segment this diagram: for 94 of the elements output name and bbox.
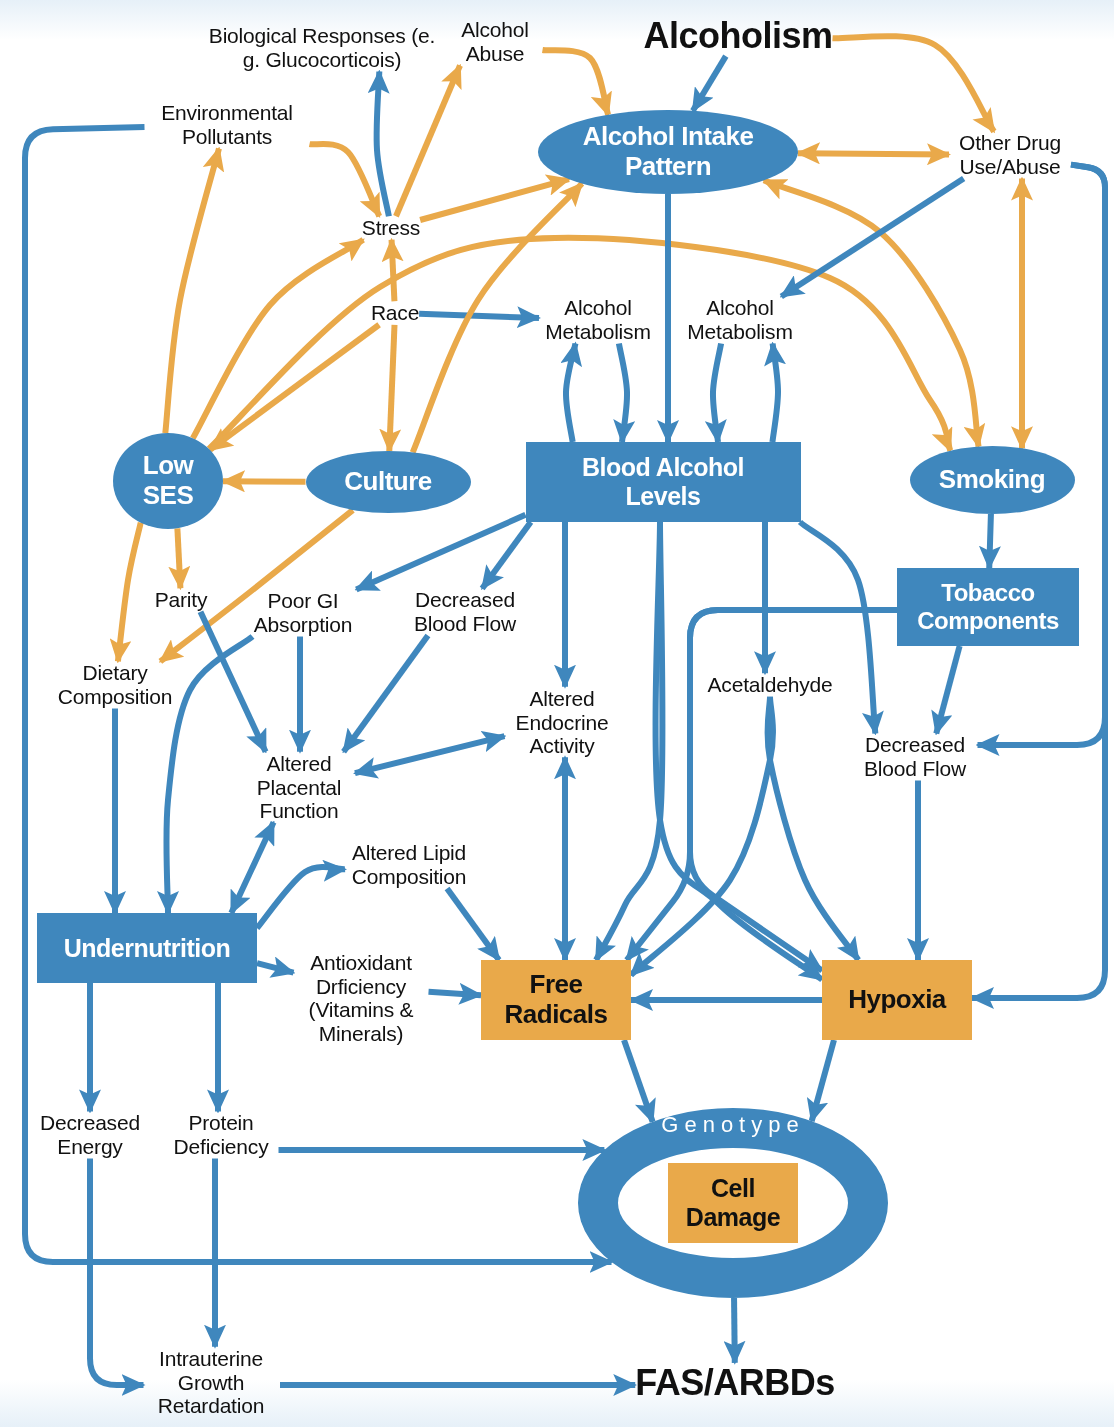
arrow	[754, 522, 776, 676]
factor-label: Poor GI Absorption	[240, 589, 366, 637]
factor-label: Antioxidant Drficiency (Vitamins & Minerals)	[293, 950, 429, 1046]
arrow	[309, 141, 382, 219]
factor-label: Environmental Pollutants	[144, 101, 310, 149]
arrow	[409, 181, 585, 454]
arrow	[978, 513, 1001, 570]
arrow	[367, 69, 392, 217]
arrow	[379, 324, 402, 453]
ring-label: Genotype	[661, 1112, 805, 1139]
arrow	[104, 708, 126, 915]
node-label: Cell Damage	[684, 1174, 782, 1232]
arrow	[764, 696, 861, 962]
factor-label: Dietary Composition	[47, 661, 183, 709]
arrow	[428, 982, 483, 1005]
arrow	[354, 512, 527, 593]
arrow	[690, 54, 729, 113]
factor-label: Altered Endocrine Activity	[504, 686, 620, 758]
factor-label: Protein Deficiency	[163, 1111, 279, 1159]
factor-label: Other Drug Use/Abuse	[949, 131, 1071, 179]
arrow	[221, 470, 306, 493]
arrow	[228, 820, 277, 915]
arrow	[204, 1158, 226, 1349]
factor-label: Decreased Blood Flow	[852, 733, 978, 781]
factor-label: Stress	[361, 216, 421, 240]
arrow	[798, 519, 885, 736]
factor-label: Altered Lipid Composition	[345, 841, 473, 889]
heading-label: FAS/ARBDs	[635, 1362, 835, 1404]
arrow	[162, 146, 224, 434]
arrow	[168, 528, 191, 591]
node-label: Blood Alcohol Levels	[581, 453, 745, 511]
node-label: Smoking	[938, 465, 1046, 495]
arrow	[341, 633, 431, 754]
outcome-box	[668, 1163, 798, 1243]
arrow	[256, 956, 296, 978]
node-label: Culture	[344, 467, 432, 497]
arrow	[723, 1297, 746, 1365]
arrow	[907, 780, 929, 962]
factor-label: Biological Responses (e. g. Glucocorticois)	[208, 24, 436, 72]
node-label: Low SES	[141, 451, 195, 511]
arrow	[353, 730, 507, 779]
arrow	[289, 636, 311, 754]
outcome-box	[822, 960, 972, 1040]
arrow	[197, 610, 269, 754]
factor-label: Decreased Energy	[32, 1111, 148, 1159]
arrow	[554, 755, 576, 962]
arrow	[479, 520, 534, 591]
arrow	[393, 63, 463, 218]
arrow	[208, 322, 381, 453]
node-label: Hypoxia	[848, 985, 946, 1015]
factor-label: Alcohol Metabolism	[539, 296, 657, 344]
arrow	[704, 342, 727, 444]
node-label: Free Radicals	[503, 970, 609, 1030]
arrow	[1011, 176, 1033, 451]
factor-label: Intrauterine Growth Retardation	[143, 1346, 279, 1418]
arrow	[560, 341, 582, 443]
arrow	[190, 237, 365, 440]
arrow	[657, 194, 679, 444]
heading-label: Alcoholism	[643, 15, 833, 57]
arrow	[109, 522, 144, 664]
node-label: Undernutrition	[63, 933, 231, 963]
factor-label: Race	[370, 301, 420, 325]
arrow	[87, 1158, 146, 1396]
arrow	[762, 177, 987, 449]
arrow	[419, 174, 571, 223]
factor-label: Altered Placental Function	[243, 751, 355, 823]
process-box	[525, 442, 801, 522]
arrow	[419, 306, 541, 329]
factor-label: Decreased Blood Flow	[402, 588, 528, 636]
factor-label: Alcohol Abuse	[447, 18, 543, 66]
arrow	[687, 607, 897, 973]
factor-label: Alcohol Metabolism	[681, 296, 799, 344]
arrow	[764, 341, 787, 443]
arrow	[832, 33, 997, 134]
arrow	[156, 634, 255, 915]
process-box	[897, 568, 1079, 646]
arrow	[280, 1374, 638, 1396]
process-box	[37, 913, 257, 983]
arrow	[381, 237, 404, 302]
node-label: Tobacco Components	[916, 579, 1060, 635]
outcome-box	[481, 960, 631, 1040]
arrow	[206, 234, 954, 453]
arrow	[444, 886, 502, 962]
arrow	[779, 176, 966, 299]
arrow	[158, 507, 355, 664]
factor-label: Acetaldehyde	[707, 673, 833, 697]
node-label: Alcohol Intake Pattern	[581, 122, 755, 182]
arrow	[79, 983, 101, 1114]
arrow	[554, 522, 576, 689]
arrow	[613, 342, 636, 444]
factor-label: Parity	[154, 588, 208, 612]
arrow	[542, 47, 613, 117]
arrow	[207, 983, 229, 1114]
arrow	[931, 645, 963, 736]
